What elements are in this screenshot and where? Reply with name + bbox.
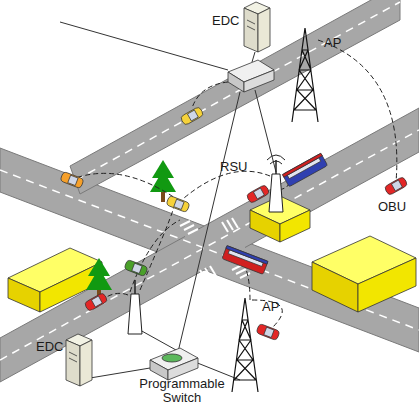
programmable-switches xyxy=(150,60,274,380)
wires xyxy=(60,22,276,380)
access-point-label: AP xyxy=(262,300,292,314)
ap-towers xyxy=(232,28,318,392)
wireless-links xyxy=(70,40,397,328)
switch-label: Programmable Switch xyxy=(134,377,230,405)
edc-servers xyxy=(66,2,270,386)
trees xyxy=(86,160,176,300)
rsu-label: RSU xyxy=(220,160,260,174)
rsu-antennas xyxy=(128,155,285,334)
buildings xyxy=(8,196,416,312)
server-label: EDC xyxy=(36,340,76,354)
obu-label: OBU xyxy=(378,200,418,214)
vehicles xyxy=(60,106,408,340)
roads xyxy=(0,0,419,382)
server-label: EDC xyxy=(212,14,252,28)
access-point-label: AP xyxy=(324,36,354,50)
